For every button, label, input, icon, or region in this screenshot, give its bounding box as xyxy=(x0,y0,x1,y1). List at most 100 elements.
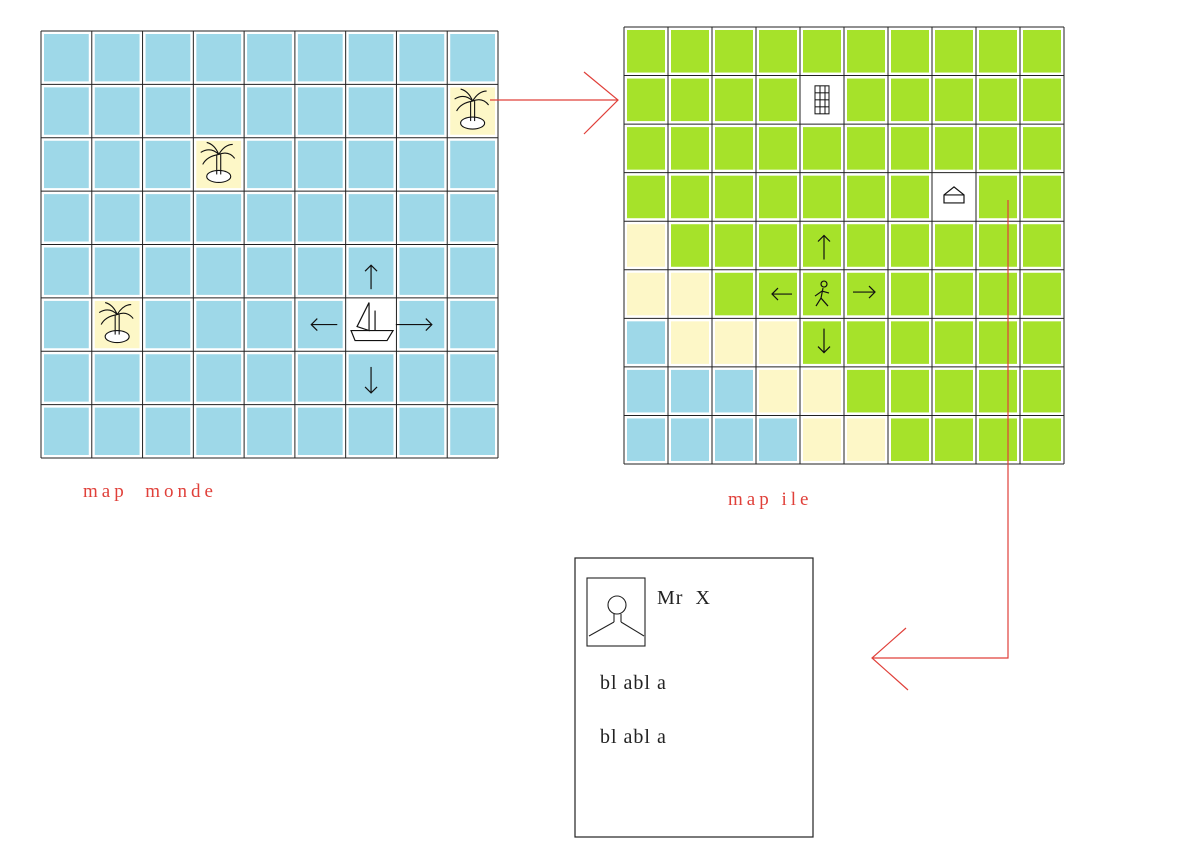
map-cell xyxy=(803,418,841,461)
map-cell xyxy=(196,407,242,455)
map-cell xyxy=(399,354,445,402)
arrow-down-icon xyxy=(817,328,831,354)
map-cell xyxy=(847,127,885,170)
map-cell xyxy=(1023,369,1061,413)
map-cell xyxy=(935,30,973,73)
world-map-icons xyxy=(98,88,490,394)
map-cell xyxy=(145,354,191,402)
map-cell xyxy=(627,418,665,461)
map-cell xyxy=(847,78,885,122)
map-cell xyxy=(297,407,343,455)
map-cell xyxy=(759,175,797,219)
arrow-left-icon xyxy=(771,287,792,301)
map-cell xyxy=(627,321,665,364)
map-cell xyxy=(935,175,973,219)
map-cell xyxy=(94,407,140,455)
map-cell xyxy=(891,30,929,73)
map-cell xyxy=(935,127,973,170)
map-cell xyxy=(759,224,797,267)
map-cell xyxy=(715,78,753,122)
map-cell xyxy=(196,247,242,295)
map-cell xyxy=(715,224,753,267)
map-cell xyxy=(803,30,841,73)
map-cell xyxy=(847,224,885,267)
map-cell xyxy=(450,407,495,455)
map-cell xyxy=(803,321,841,364)
map-cell xyxy=(450,300,495,349)
map-cell xyxy=(450,140,495,189)
map-cell xyxy=(627,127,665,170)
map-cell xyxy=(247,87,292,135)
map-cell xyxy=(297,247,343,295)
avatar xyxy=(586,577,646,647)
world-map-grid xyxy=(40,30,499,459)
map-cell xyxy=(935,418,973,461)
map-cell xyxy=(979,369,1017,413)
map-cell xyxy=(671,30,709,73)
map-cell xyxy=(44,354,89,402)
map-cell xyxy=(94,194,140,242)
map-cell xyxy=(44,194,89,242)
island-map-label: map ile xyxy=(728,489,813,510)
map-cell xyxy=(979,78,1017,122)
player-icon xyxy=(814,280,830,307)
map-cell xyxy=(759,127,797,170)
map-cell xyxy=(1023,78,1061,122)
map-cell xyxy=(145,247,191,295)
map-cell xyxy=(759,369,797,413)
map-cell xyxy=(247,194,292,242)
map-cell xyxy=(627,272,665,316)
map-cell xyxy=(247,300,292,349)
map-cell xyxy=(145,194,191,242)
map-cell xyxy=(891,78,929,122)
map-cell xyxy=(627,224,665,267)
world-map-label: map monde xyxy=(83,481,217,502)
map-cell xyxy=(759,78,797,122)
map-cell xyxy=(348,140,394,189)
palm-island-icon xyxy=(454,88,490,130)
map-cell xyxy=(627,78,665,122)
map-cell xyxy=(935,224,973,267)
map-cell xyxy=(847,321,885,364)
map-cell xyxy=(196,354,242,402)
map-cell xyxy=(979,127,1017,170)
map-cell xyxy=(145,407,191,455)
map-cell xyxy=(44,140,89,189)
map-cell xyxy=(759,321,797,364)
map-cell xyxy=(145,87,191,135)
map-cell xyxy=(935,78,973,122)
map-cell xyxy=(94,34,140,82)
house-icon xyxy=(943,186,965,204)
map-cell xyxy=(450,34,495,82)
map-cell xyxy=(715,418,753,461)
map-cell xyxy=(671,175,709,219)
map-cell xyxy=(891,224,929,267)
palm-island-icon xyxy=(200,141,236,183)
map-cell xyxy=(671,418,709,461)
map-cell xyxy=(627,175,665,219)
map-cell xyxy=(196,87,242,135)
map-cell xyxy=(145,300,191,349)
map-cell xyxy=(348,407,394,455)
map-cell xyxy=(348,87,394,135)
map-cell xyxy=(94,87,140,135)
map-cell xyxy=(671,321,709,364)
map-cell xyxy=(715,175,753,219)
map-cell xyxy=(803,127,841,170)
map-cell xyxy=(715,30,753,73)
map-cell xyxy=(145,34,191,82)
map-cell xyxy=(450,354,495,402)
building-icon xyxy=(814,85,830,115)
dialogue-line-1: bl abl a xyxy=(600,672,667,694)
map-cell xyxy=(247,34,292,82)
map-cell xyxy=(759,30,797,73)
map-cell xyxy=(1023,321,1061,364)
map-cell xyxy=(891,175,929,219)
map-cell xyxy=(671,369,709,413)
map-cell xyxy=(44,407,89,455)
map-cell xyxy=(94,354,140,402)
map-cell xyxy=(979,30,1017,73)
map-cell xyxy=(1023,272,1061,316)
map-cell xyxy=(979,224,1017,267)
map-cell xyxy=(891,369,929,413)
